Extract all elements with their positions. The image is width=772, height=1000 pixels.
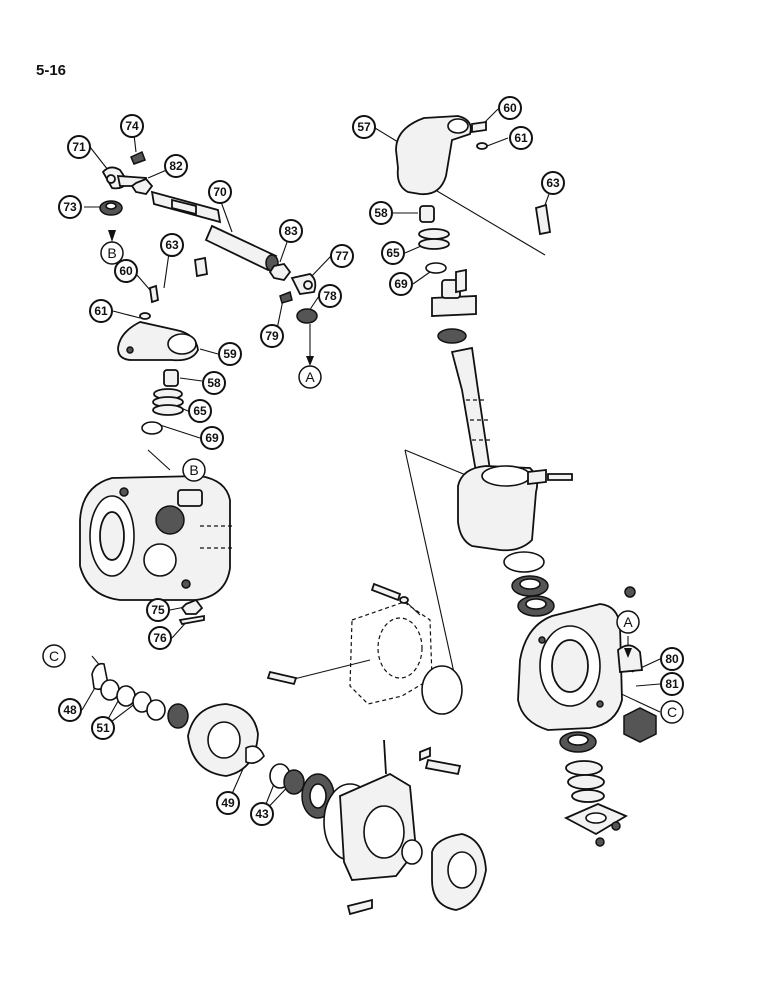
svg-text:43: 43 <box>255 807 269 821</box>
svg-text:71: 71 <box>72 140 86 154</box>
kingpin-stack-right <box>418 205 477 344</box>
nut-bolt-75-76 <box>178 598 205 626</box>
callout-61: 61 <box>89 299 113 323</box>
cover-plate-dashed <box>266 582 463 715</box>
svg-text:48: 48 <box>63 703 77 717</box>
callout-70: 70 <box>208 180 232 204</box>
callout-60-right: 60 <box>498 96 522 120</box>
svg-text:75: 75 <box>151 603 165 617</box>
callout-76: 76 <box>148 626 172 650</box>
svg-text:A: A <box>623 614 633 630</box>
svg-text:C: C <box>667 704 677 720</box>
svg-text:80: 80 <box>665 652 679 666</box>
svg-text:A: A <box>305 369 315 385</box>
callout-49: 49 <box>216 791 240 815</box>
callout-48: 48 <box>58 698 82 722</box>
svg-text:81: 81 <box>665 677 679 691</box>
svg-text:B: B <box>189 462 198 478</box>
svg-text:65: 65 <box>386 246 400 260</box>
callout-69: 69 <box>200 426 224 450</box>
svg-text:C: C <box>49 648 59 664</box>
svg-text:73: 73 <box>63 200 77 214</box>
callout-79: 79 <box>260 324 284 348</box>
svg-text:70: 70 <box>213 185 227 199</box>
svg-text:82: 82 <box>169 159 183 173</box>
lock-nut-right <box>268 263 292 281</box>
callout-77: 77 <box>330 244 354 268</box>
tie-rod-tube <box>150 190 279 272</box>
svg-text:59: 59 <box>223 347 237 361</box>
svg-text:69: 69 <box>394 277 408 291</box>
callout-63: 63 <box>160 233 184 257</box>
callout-43: 43 <box>250 802 274 826</box>
reference-b-upper: B <box>100 241 124 265</box>
hub-carrier <box>517 586 643 731</box>
callout-81: 81 <box>660 672 684 696</box>
svg-text:83: 83 <box>284 224 298 238</box>
svg-text:69: 69 <box>205 431 219 445</box>
svg-text:63: 63 <box>546 176 560 190</box>
reference-b-lower: B <box>182 458 206 482</box>
callout-74: 74 <box>120 114 144 138</box>
svg-text:51: 51 <box>96 721 110 735</box>
svg-text:58: 58 <box>207 376 221 390</box>
callout-51: 51 <box>91 716 115 740</box>
tie-rod-end-right <box>279 273 318 324</box>
callout-65-right: 65 <box>381 241 405 265</box>
kingpin-stack-left <box>141 369 184 435</box>
steering-arm-left <box>117 256 208 362</box>
svg-text:60: 60 <box>119 264 133 278</box>
bearings-upper-right <box>511 575 555 617</box>
lock-nut-left <box>130 177 154 195</box>
lower-bearing-stack <box>559 731 628 847</box>
callout-60: 60 <box>114 259 138 283</box>
wheel-flange-assembly <box>323 739 487 916</box>
callout-80: 80 <box>660 647 684 671</box>
callout-61-right: 61 <box>509 126 533 150</box>
svg-text:63: 63 <box>165 238 179 252</box>
callout-63-right: 63 <box>541 171 565 195</box>
callout-83: 83 <box>279 219 303 243</box>
svg-text:57: 57 <box>357 120 371 134</box>
callout-71: 71 <box>67 135 91 159</box>
svg-text:78: 78 <box>323 289 337 303</box>
svg-text:77: 77 <box>335 249 349 263</box>
callout-69-right: 69 <box>389 272 413 296</box>
assembly-arrows <box>108 230 632 658</box>
callout-78: 78 <box>318 284 342 308</box>
page-number: 5-16 <box>36 62 67 79</box>
callout-75: 75 <box>146 598 170 622</box>
reference-c-left: C <box>42 644 66 668</box>
svg-text:B: B <box>107 245 116 261</box>
callout-82: 82 <box>164 154 188 178</box>
svg-text:58: 58 <box>374 206 388 220</box>
final-drive-left <box>91 662 335 819</box>
steering-arm-right <box>395 115 552 236</box>
hub-nut <box>623 707 657 743</box>
bearing-left <box>99 200 123 216</box>
reference-a-lower: A <box>616 610 640 634</box>
swivel-housing-upper <box>457 465 573 573</box>
svg-text:65: 65 <box>193 404 207 418</box>
callout-58: 58 <box>202 371 226 395</box>
svg-text:49: 49 <box>221 796 235 810</box>
callout-65: 65 <box>188 399 212 423</box>
svg-text:79: 79 <box>265 329 279 343</box>
svg-text:61: 61 <box>94 304 108 318</box>
vertical-shaft <box>450 346 492 474</box>
svg-text:74: 74 <box>125 119 139 133</box>
callout-57: 57 <box>352 115 376 139</box>
reference-c-right: C <box>660 700 684 724</box>
axle-housing-left <box>79 475 232 601</box>
callout-73: 73 <box>58 195 82 219</box>
svg-text:61: 61 <box>514 131 528 145</box>
svg-text:60: 60 <box>503 101 517 115</box>
callout-59: 59 <box>218 342 242 366</box>
reference-a-upper: A <box>298 365 322 389</box>
svg-text:76: 76 <box>153 631 167 645</box>
callout-58-right: 58 <box>369 201 393 225</box>
